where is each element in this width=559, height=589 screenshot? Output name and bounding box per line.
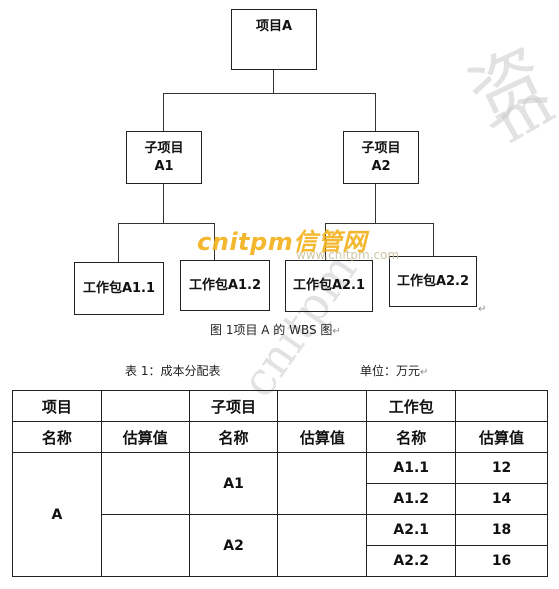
subproject-estimate-cell <box>277 514 368 577</box>
work-package-estimate-cell: 12 <box>455 452 548 484</box>
url-watermark: www.cnitpm.com <box>296 248 400 262</box>
header-empty-cell <box>100 390 190 422</box>
wbs-root-node: 项目A <box>231 9 317 70</box>
connector <box>118 223 120 263</box>
work-package-estimate-cell: 18 <box>455 514 548 546</box>
connector <box>214 223 216 261</box>
table-title: 表 1：成本分配表 <box>125 362 220 379</box>
table-row: A2 A2.1 18 <box>13 514 548 577</box>
header-empty-cell <box>455 390 548 422</box>
header-estimate: 估算值 <box>455 421 548 453</box>
work-package-label: 工作包A1.2 <box>188 277 262 293</box>
table-row: A2.2 16 <box>13 545 548 577</box>
table-unit: 单位：万元↵ <box>360 362 428 379</box>
wbs-subproject-node-a1: 子项目 A1 <box>126 131 202 184</box>
subproject-label: 子项目 <box>144 140 184 156</box>
table-unit-text: 单位：万元 <box>360 364 421 378</box>
work-package-label: 工作包A2.1 <box>292 278 366 294</box>
work-package-node-a2-1: 工作包A2.1 <box>285 260 373 312</box>
project-name-cell: A <box>12 452 102 577</box>
connector <box>163 93 165 131</box>
work-package-node-a2-2: 工作包A2.2 <box>389 256 477 307</box>
subproject-estimate-cell <box>277 452 368 515</box>
wbs-root-label: 项目A <box>255 19 293 34</box>
table-row: A1.2 14 <box>13 483 548 515</box>
subproject-code: A1 <box>154 158 174 174</box>
table-row: 名称 估算值 名称 估算值 名称 估算值 <box>12 421 548 453</box>
work-package-label: 工作包A2.2 <box>396 273 470 289</box>
work-package-node-a1-1: 工作包A1.1 <box>74 262 164 315</box>
header-work-package: 工作包 <box>366 390 457 422</box>
wbs-subproject-node-a2: 子项目 A2 <box>343 131 419 184</box>
header-name: 名称 <box>366 421 457 453</box>
connector <box>433 223 435 257</box>
connector <box>273 69 275 93</box>
project-estimate-cell <box>100 452 190 515</box>
work-package-estimate-cell: 14 <box>455 483 548 515</box>
work-package-node-a1-2: 工作包A1.2 <box>180 260 270 311</box>
subproject-name-cell: A1 <box>188 452 279 515</box>
table-title-text: 表 1：成本分配表 <box>125 364 221 378</box>
cost-allocation-table: 项目 子项目 工作包 名称 估算值 名称 估算值 名称 估算值 A A1 A1.… <box>12 390 548 577</box>
header-empty-cell <box>277 390 368 422</box>
connector <box>163 183 165 223</box>
subproject-code: A2 <box>371 158 391 174</box>
connector <box>163 93 376 95</box>
return-mark: ↵ <box>478 304 487 315</box>
return-mark: ↵ <box>332 326 341 337</box>
connector <box>325 223 327 261</box>
connector <box>325 223 434 225</box>
work-package-name-cell: A2.1 <box>366 514 457 546</box>
header-project: 项目 <box>12 390 102 422</box>
figure-caption: 图 1项目 A 的 WBS 图↵ <box>210 321 341 338</box>
connector <box>375 183 377 223</box>
header-estimate: 估算值 <box>100 421 190 453</box>
header-name: 名称 <box>188 421 279 453</box>
table-row: A A1 A1.1 12 <box>12 452 548 577</box>
work-package-label: 工作包A1.1 <box>82 280 156 296</box>
return-mark: ↵ <box>420 367 429 378</box>
work-package-estimate-cell: 16 <box>455 545 548 577</box>
connector <box>118 223 215 225</box>
project-estimate-cell <box>100 514 190 577</box>
connector <box>375 93 377 131</box>
header-estimate: 估算值 <box>277 421 368 453</box>
figure-caption-text: 图 1项目 A 的 WBS 图 <box>210 323 333 337</box>
subproject-label: 子项目 <box>361 140 401 156</box>
header-name: 名称 <box>12 421 102 453</box>
brand-watermark: cnitpm信管网 <box>197 228 367 256</box>
table-row: 项目 子项目 工作包 <box>12 390 548 422</box>
work-package-name-cell: A2.2 <box>366 545 457 577</box>
subproject-name-cell: A2 <box>188 514 279 577</box>
work-package-name-cell: A1.2 <box>366 483 457 515</box>
work-package-name-cell: A1.1 <box>366 452 457 484</box>
header-subproject: 子项目 <box>188 390 279 422</box>
